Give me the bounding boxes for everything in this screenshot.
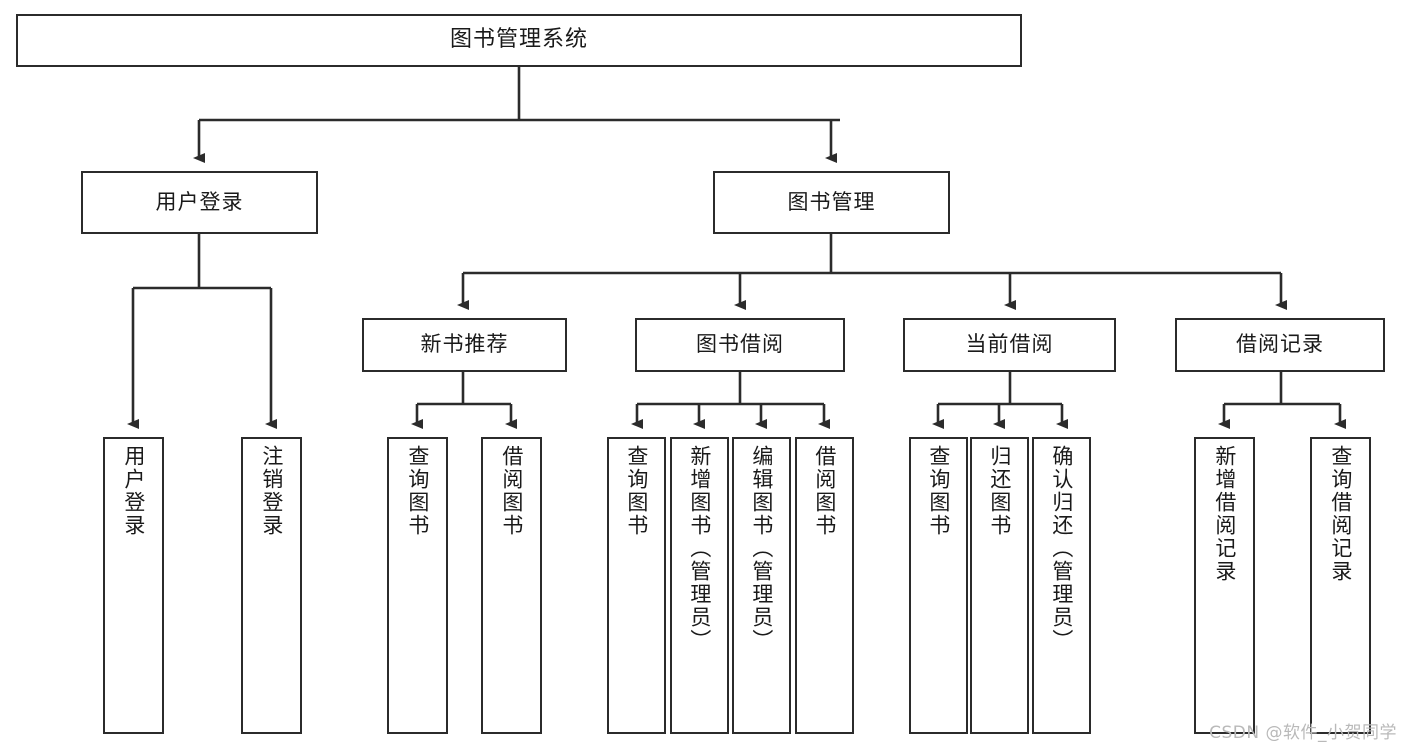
leaf-label: 查询图书 (405, 445, 430, 537)
node-label: 用户登录 (155, 189, 244, 214)
node-new-book-recommend[interactable]: 新书推荐 (362, 318, 567, 372)
node-label: 图书借阅 (696, 332, 784, 357)
node-user-login[interactable]: 用户登录 (81, 171, 318, 234)
leaf-add-book-admin[interactable]: 新增图书（管理员） (670, 437, 729, 734)
leaf-label: 查询图书 (624, 445, 649, 537)
node-root[interactable]: 图书管理系统 (16, 14, 1022, 67)
leaf-label: 借阅图书 (812, 445, 837, 537)
leaf-query-books-recommend[interactable]: 查询图书 (387, 437, 448, 734)
node-label: 新书推荐 (420, 332, 509, 357)
node-label: 借阅记录 (1236, 332, 1324, 357)
leaf-label: 编辑图书（管理员） (749, 445, 774, 652)
node-label: 当前借阅 (965, 332, 1054, 357)
leaf-label: 查询图书 (926, 445, 951, 537)
leaf-query-books-borrow[interactable]: 查询图书 (607, 437, 666, 734)
node-borrow-records[interactable]: 借阅记录 (1175, 318, 1385, 372)
leaf-label: 确认归还（管理员） (1049, 445, 1074, 652)
leaf-query-borrow-record[interactable]: 查询借阅记录 (1310, 437, 1371, 734)
leaf-user-login[interactable]: 用户登录 (103, 437, 164, 734)
leaf-label: 注销登录 (259, 445, 284, 537)
leaf-query-books-current[interactable]: 查询图书 (909, 437, 968, 734)
watermark: CSDN @软件_小贺同学 (1209, 723, 1397, 743)
leaf-borrow-books[interactable]: 借阅图书 (795, 437, 854, 734)
leaf-return-books[interactable]: 归还图书 (970, 437, 1029, 734)
leaf-label: 新增图书（管理员） (687, 445, 712, 652)
node-book-management[interactable]: 图书管理 (713, 171, 950, 234)
node-label: 图书管理系统 (449, 27, 588, 53)
leaf-label: 归还图书 (987, 445, 1012, 537)
leaf-logout[interactable]: 注销登录 (241, 437, 302, 734)
leaf-label: 用户登录 (121, 445, 146, 537)
node-book-borrow[interactable]: 图书借阅 (635, 318, 845, 372)
leaf-edit-book-admin[interactable]: 编辑图书（管理员） (732, 437, 791, 734)
leaf-borrow-books-recommend[interactable]: 借阅图书 (481, 437, 542, 734)
leaf-confirm-return-admin[interactable]: 确认归还（管理员） (1032, 437, 1091, 734)
leaf-label: 新增借阅记录 (1212, 445, 1237, 583)
node-label: 图书管理 (787, 189, 876, 214)
leaf-add-borrow-record[interactable]: 新增借阅记录 (1194, 437, 1255, 734)
leaf-label: 借阅图书 (499, 445, 524, 537)
leaf-label: 查询借阅记录 (1328, 445, 1353, 583)
node-current-borrow[interactable]: 当前借阅 (903, 318, 1116, 372)
